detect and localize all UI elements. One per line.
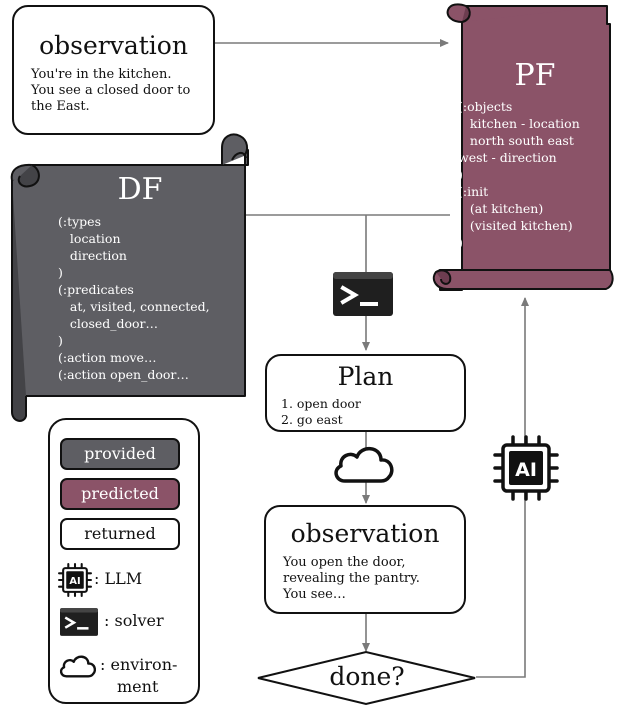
pf-text: (:objects kitchen - location north south… bbox=[458, 99, 580, 250]
ai-chip-icon: AI bbox=[493, 435, 559, 501]
observation-box-result: observation You open the door, revealing… bbox=[264, 505, 466, 614]
observation-result-text: You open the door, revealing the pantry.… bbox=[283, 555, 420, 602]
legend-environment-label: : environ- ment bbox=[100, 655, 178, 696]
observation-text: You're in the kitchen. You see a closed … bbox=[31, 67, 191, 114]
plan-steps: 1. open door 2. go east bbox=[281, 396, 361, 427]
legend-predicted: predicted bbox=[60, 478, 180, 510]
legend-solver-label: : solver bbox=[104, 611, 164, 630]
cloud-icon bbox=[334, 447, 394, 483]
observation-title: observation bbox=[39, 31, 188, 60]
terminal-icon bbox=[333, 272, 393, 316]
df-title: DF bbox=[117, 172, 163, 207]
svg-text:AI: AI bbox=[69, 576, 80, 587]
pf-title: PF bbox=[514, 58, 556, 93]
legend-llm-label: : LLM bbox=[94, 569, 143, 588]
observation-box-initial: observation You're in the kitchen. You s… bbox=[12, 5, 215, 135]
done-label: done? bbox=[329, 662, 405, 691]
legend-panel: provided predicted returned AI : LLM : s… bbox=[48, 418, 200, 704]
legend-provided: provided bbox=[60, 438, 180, 470]
pf-scroll bbox=[432, 3, 614, 291]
plan-box: Plan 1. open door 2. go east bbox=[265, 354, 466, 432]
legend-solver-icon bbox=[60, 608, 98, 636]
arrow-done-to-pf bbox=[476, 297, 529, 678]
df-scroll bbox=[10, 133, 249, 422]
observation-result-title: observation bbox=[290, 519, 440, 548]
legend-returned: returned bbox=[60, 518, 180, 550]
svg-text:AI: AI bbox=[515, 459, 537, 481]
done-decision-diamond bbox=[257, 650, 476, 706]
legend-environment-icon bbox=[59, 655, 97, 678]
df-text: (:types location direction ) (:predicate… bbox=[58, 214, 210, 382]
legend-llm-icon: AI bbox=[58, 563, 92, 597]
plan-title: Plan bbox=[337, 362, 394, 391]
